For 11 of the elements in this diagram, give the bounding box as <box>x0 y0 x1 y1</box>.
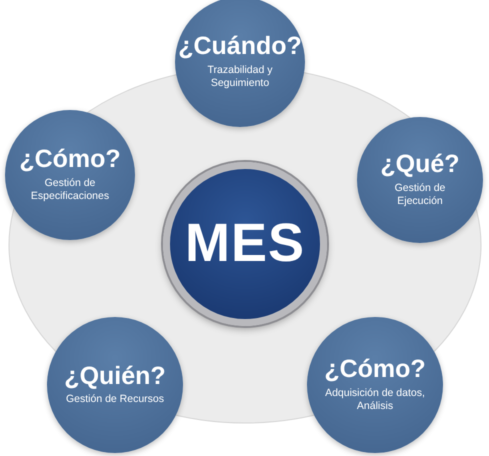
circle-subtitle: Adquisición de datos, Análisis <box>324 386 426 414</box>
circle-subtitle: Gestión de Ejecución <box>394 182 446 209</box>
circle-heading: ¿Qué? <box>380 151 460 179</box>
circle-heading: ¿Cuándo? <box>178 33 302 61</box>
circle-subtitle: Gestión de Recursos <box>66 393 164 408</box>
circle-subtitle: Trazabilidad y Seguimiento <box>206 64 274 91</box>
circle-heading: ¿Quién? <box>64 362 166 390</box>
circle-heading: MES <box>184 214 306 274</box>
circle-heading: ¿Cómo? <box>19 146 121 174</box>
circle-heading: ¿Cómo? <box>324 356 426 384</box>
circle-subtitle: Gestión de Especificaciones <box>30 176 110 204</box>
